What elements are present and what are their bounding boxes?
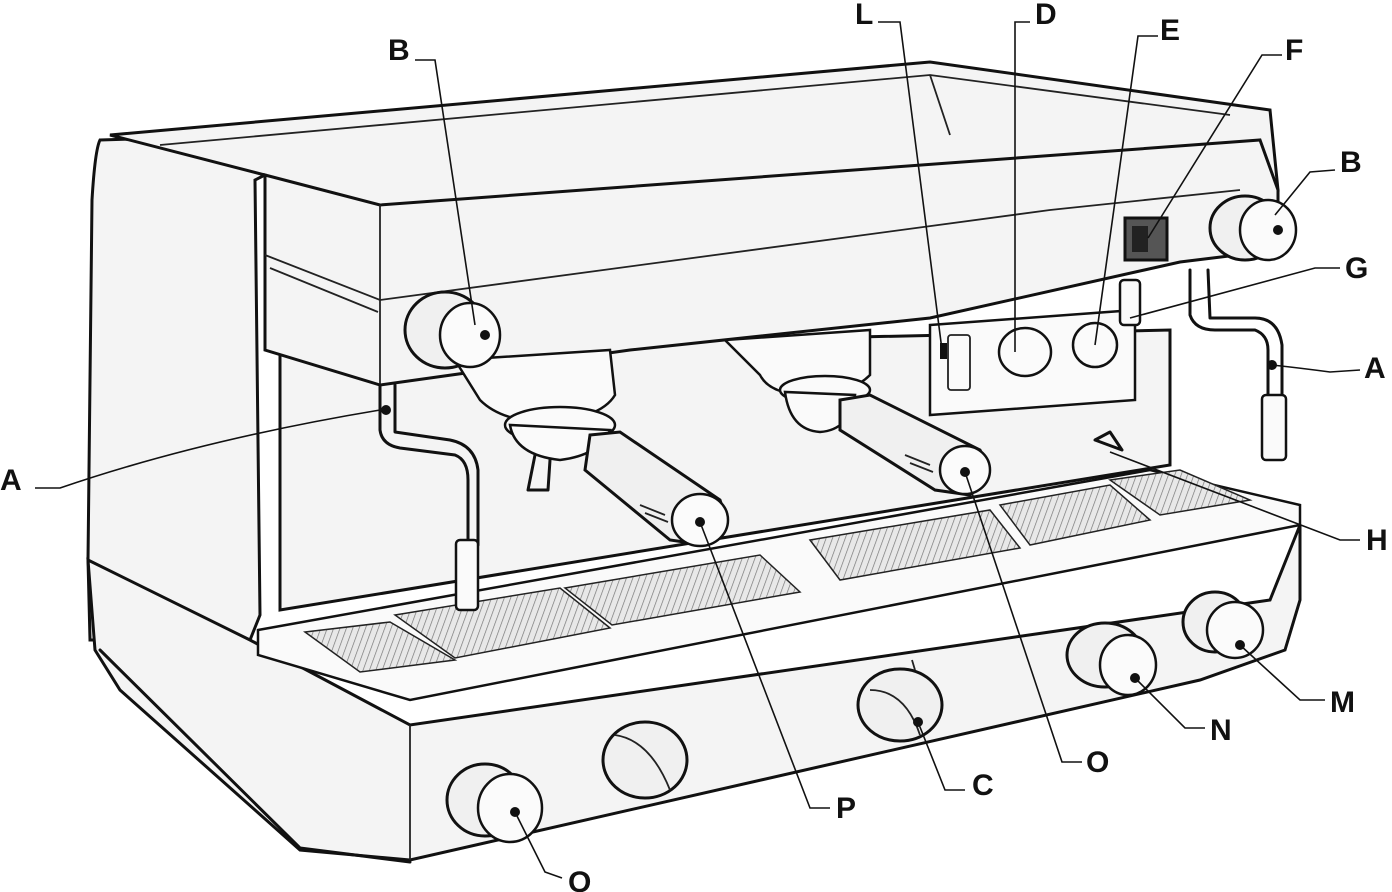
callout-c: C bbox=[972, 769, 994, 802]
knob-b-right-face bbox=[1238, 198, 1298, 262]
knob-n[interactable] bbox=[1065, 621, 1158, 697]
callout-a-left: A bbox=[0, 464, 22, 497]
control-panel bbox=[928, 308, 1137, 417]
knob-m[interactable] bbox=[1181, 590, 1265, 660]
knob-o-bottom[interactable] bbox=[445, 762, 544, 844]
leader-a-left bbox=[35, 409, 381, 489]
callout-n: N bbox=[1210, 714, 1232, 747]
leader-o-bottom bbox=[514, 811, 563, 879]
steam-wand-left[interactable] bbox=[378, 383, 480, 612]
head-panel-line-2 bbox=[269, 267, 379, 313]
callout-b-left: B bbox=[388, 34, 410, 67]
leader-n bbox=[1134, 677, 1205, 729]
portafilter-o-grip bbox=[904, 454, 934, 473]
callout-e: E bbox=[1160, 14, 1180, 47]
knob-unlabeled-body bbox=[601, 720, 689, 800]
portafilter-p-grip bbox=[639, 504, 669, 523]
pressure-indicator-h bbox=[1093, 430, 1124, 452]
hot-water-spout-g[interactable] bbox=[1118, 278, 1142, 327]
leader-f bbox=[1147, 54, 1282, 239]
drip-grate-5 bbox=[998, 484, 1152, 546]
steam-wand-left-joint bbox=[381, 405, 391, 415]
knob-b-left-face bbox=[438, 301, 502, 369]
leader-c bbox=[917, 721, 965, 791]
group-head-left bbox=[452, 348, 617, 492]
drip-grate-4 bbox=[808, 509, 1022, 581]
knob-b-left-dot bbox=[480, 330, 490, 340]
callout-f: F bbox=[1285, 34, 1303, 67]
callout-g: G bbox=[1345, 252, 1368, 285]
callout-d: D bbox=[1035, 0, 1057, 31]
leader-p bbox=[699, 521, 830, 809]
leader-e bbox=[1094, 35, 1158, 346]
drip-grate-2 bbox=[393, 587, 612, 659]
knob-c[interactable] bbox=[856, 659, 944, 743]
main-switch[interactable] bbox=[1123, 216, 1169, 262]
callout-p: P bbox=[836, 792, 856, 825]
steam-wand-right[interactable] bbox=[1188, 268, 1288, 462]
knob-unlabeled[interactable] bbox=[601, 720, 689, 800]
callout-m: M bbox=[1330, 686, 1355, 719]
leader-b-right bbox=[1274, 169, 1336, 216]
callout-o-right: O bbox=[1086, 746, 1109, 779]
head-panel-line-1 bbox=[264, 189, 1241, 301]
drip-grate-1 bbox=[303, 621, 458, 673]
callout-b-right: B bbox=[1340, 146, 1362, 179]
knob-o-bottom-face bbox=[476, 772, 544, 844]
left-side-panel bbox=[86, 133, 267, 642]
steam-wand-left-pipe bbox=[378, 383, 480, 547]
knob-b-left[interactable] bbox=[403, 290, 502, 370]
steam-wand-left-tip bbox=[454, 538, 480, 612]
cup-warmer-rim bbox=[159, 74, 1231, 146]
leader-d bbox=[1014, 21, 1030, 352]
knob-c-tick bbox=[911, 659, 916, 671]
knob-b-right-dot bbox=[1273, 225, 1283, 235]
leader-lines bbox=[35, 21, 1361, 879]
knob-unlabeled-ridge bbox=[614, 734, 671, 791]
portafilter-p[interactable] bbox=[583, 430, 730, 548]
base-bottom-edge bbox=[98, 648, 412, 864]
portafilter-left-spout bbox=[526, 453, 552, 492]
knob-c-ridge bbox=[869, 689, 921, 736]
indicator-l bbox=[940, 343, 947, 359]
portafilter-o[interactable] bbox=[838, 393, 992, 497]
callout-a-right: A bbox=[1364, 352, 1386, 385]
knob-m-face bbox=[1205, 600, 1265, 660]
control-panel-window bbox=[947, 334, 971, 391]
steam-wand-right-pipe bbox=[1188, 268, 1284, 402]
leader-g bbox=[1129, 267, 1340, 319]
leader-a-right bbox=[1271, 364, 1361, 373]
leader-b-left bbox=[415, 59, 476, 326]
group-head-right bbox=[722, 328, 872, 434]
leader-o-right bbox=[964, 471, 1082, 763]
callout-h: H bbox=[1366, 524, 1388, 557]
button-d[interactable] bbox=[997, 326, 1053, 378]
callout-l: L bbox=[855, 0, 873, 31]
leader-h bbox=[1109, 451, 1360, 541]
knob-c-body bbox=[856, 667, 944, 743]
steam-wand-right-tip bbox=[1260, 393, 1288, 462]
group-head-panel bbox=[263, 138, 1280, 387]
drip-grate-6 bbox=[1108, 469, 1253, 516]
knob-b-right[interactable] bbox=[1208, 194, 1298, 262]
knob-n-face bbox=[1098, 633, 1158, 697]
leader-m bbox=[1239, 644, 1325, 701]
switch-f-rocker bbox=[1132, 226, 1148, 252]
drip-grate-3 bbox=[563, 554, 802, 626]
leader-l bbox=[878, 21, 943, 351]
callout-o-bottom: O bbox=[568, 866, 591, 892]
